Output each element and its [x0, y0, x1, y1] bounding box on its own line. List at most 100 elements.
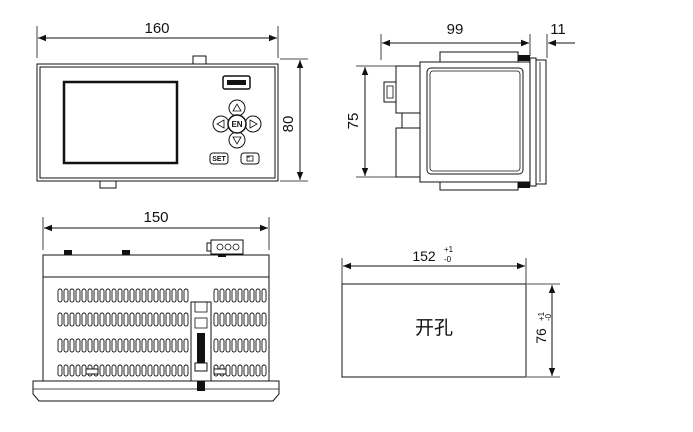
vent-slot: [213, 338, 219, 353]
vent-slot: [99, 338, 105, 353]
up-arrow-button: [228, 99, 246, 117]
side-bezel-front: [535, 59, 547, 185]
vent-slot: [63, 288, 69, 303]
cutout-width-tol-plus: +1: [444, 245, 454, 254]
right-arrow-button: [244, 115, 262, 133]
vent-slot: [171, 312, 177, 327]
vent-slot: [171, 364, 177, 377]
vent-slot: [159, 364, 165, 377]
front-height-label: 80: [280, 116, 297, 133]
vent-slot: [123, 364, 129, 377]
vent-slot: [261, 288, 267, 303]
vent-slot: [117, 364, 123, 377]
vent-slot: [147, 364, 153, 377]
vent-slot: [69, 338, 75, 353]
vent-slot: [69, 288, 75, 303]
vent-slot: [147, 312, 153, 327]
vent-slot: [75, 288, 81, 303]
vent-slot: [57, 338, 63, 353]
vent-slot: [93, 288, 99, 303]
vent-slot: [153, 312, 159, 327]
side-bottom-rail: [439, 181, 519, 191]
vent-slot: [255, 364, 261, 377]
vent-slot: [171, 288, 177, 303]
vent-slot: [111, 312, 117, 327]
vent-slot: [159, 288, 165, 303]
vent-slot: [237, 312, 243, 327]
vent-slot: [141, 288, 147, 303]
vent-slot: [99, 312, 105, 327]
vent-slot: [81, 288, 87, 303]
vent-slot: [255, 288, 261, 303]
vent-slot: [87, 312, 93, 327]
rear-terminal-middle: [401, 112, 421, 129]
vent-slot: [225, 338, 231, 353]
top-bezel: [32, 380, 280, 402]
vent-slot: [171, 338, 177, 353]
vent-slot: [231, 364, 237, 377]
vent-slot: [177, 364, 183, 377]
vent-slot: [159, 338, 165, 353]
vent-slot: [99, 288, 105, 303]
vent-slot: [99, 364, 105, 377]
side-top-rail: [439, 51, 519, 63]
vent-slot: [141, 338, 147, 353]
front-width-label: 160: [144, 20, 169, 37]
vent-slot: [105, 312, 111, 327]
vent-slot: [237, 288, 243, 303]
vent-slot: [231, 338, 237, 353]
top-width-dimension: 150: [42, 209, 270, 250]
side-body-panel: [426, 67, 524, 175]
vent-slot: [57, 364, 63, 377]
vent-slot: [129, 338, 135, 353]
vent-slot: [219, 312, 225, 327]
vent-slot: [63, 312, 69, 327]
vent-slot: [177, 338, 183, 353]
vent-slot: [165, 338, 171, 353]
side-bottom-clip: [518, 182, 530, 188]
vent-slot: [255, 338, 261, 353]
vent-slot: [213, 312, 219, 327]
vent-slot: [165, 364, 171, 377]
vent-slot: [219, 338, 225, 353]
vent-slot: [225, 364, 231, 377]
vent-slot: [237, 364, 243, 377]
cutout-label: 开孔: [415, 317, 453, 339]
vent-slot: [141, 312, 147, 327]
vent-slot: [213, 288, 219, 303]
cutout-height-dimension: 76 +1 -0: [527, 283, 560, 378]
front-bottom-tab: [99, 180, 117, 189]
vent-slot: [63, 364, 69, 377]
top-post-left: [64, 250, 72, 255]
vent-slot: [75, 338, 81, 353]
front-height-dimension: 80: [280, 58, 308, 182]
front-width-dimension: 160: [36, 20, 279, 58]
vent-slot: [261, 364, 267, 377]
vent-slot: [57, 312, 63, 327]
rear-connector-inner: [386, 85, 394, 99]
vent-slot: [123, 288, 129, 303]
ventilation-slots: [57, 288, 267, 377]
vent-slot: [243, 312, 249, 327]
cutout-rectangle: [341, 283, 527, 378]
vent-slot: [117, 312, 123, 327]
vent-slot: [57, 288, 63, 303]
top-view: 150: [32, 209, 280, 402]
front-top-tab: [192, 55, 207, 65]
top-width-label: 150: [143, 209, 168, 226]
side-bezel: [529, 57, 537, 187]
vent-slot: [249, 312, 255, 327]
cutout-width-label: 152: [412, 248, 436, 264]
vent-slot: [69, 364, 75, 377]
vent-slot: [147, 288, 153, 303]
vent-slot: [105, 338, 111, 353]
vent-slot: [237, 338, 243, 353]
cutout-height-label: 76: [533, 328, 549, 344]
rear-connector: [383, 81, 397, 103]
vent-slot: [165, 288, 171, 303]
front-view: 160: [36, 20, 308, 189]
vent-slot: [105, 288, 111, 303]
vent-slot: [177, 312, 183, 327]
vent-slot: [261, 338, 267, 353]
